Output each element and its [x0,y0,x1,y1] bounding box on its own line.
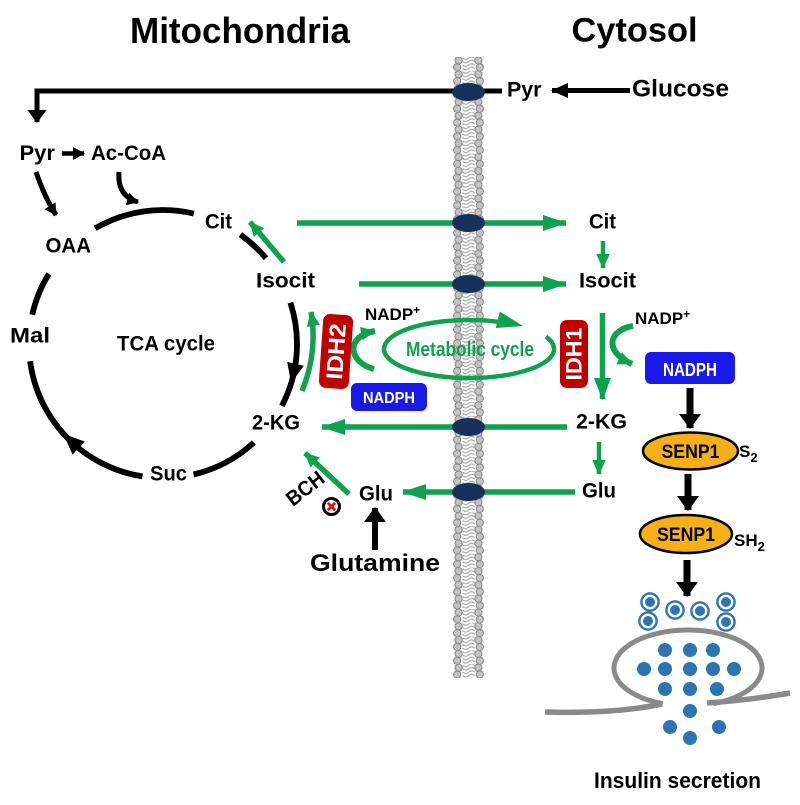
svg-text:Isocit: Isocit [579,270,636,293]
svg-text:2-KG: 2-KG [252,412,300,435]
svg-text:SENP1: SENP1 [662,442,720,463]
svg-text:OAA: OAA [46,235,92,258]
svg-text:NADP+: NADP+ [365,303,420,324]
svg-text:Suc: Suc [150,463,187,486]
svg-text:SH2: SH2 [734,531,765,554]
svg-text:Cit: Cit [205,211,232,234]
svg-text:Glu: Glu [582,480,616,503]
svg-text:NADPH: NADPH [363,390,415,407]
svg-text:Mitochondria: Mitochondria [130,10,351,51]
svg-text:IDH1: IDH1 [562,328,587,381]
svg-text:NADP+: NADP+ [635,307,690,328]
svg-text:2-KG: 2-KG [576,411,627,434]
svg-text:NADPH: NADPH [663,359,717,380]
svg-text:Insulin secretion: Insulin secretion [594,768,761,793]
svg-text:IDH2: IDH2 [321,323,351,381]
svg-text:Cytosol: Cytosol [572,12,698,50]
svg-text:Glu: Glu [359,483,393,506]
svg-text:Ac-CoA: Ac-CoA [91,142,166,165]
svg-text:Mal: Mal [10,325,50,348]
svg-text:Pyr: Pyr [507,79,542,102]
svg-text:Glucose: Glucose [632,76,729,103]
svg-text:SENP1: SENP1 [657,525,715,546]
svg-text:Metabolic cycle: Metabolic cycle [406,339,534,361]
svg-text:Glutamine: Glutamine [310,550,440,577]
svg-text:Isocit: Isocit [256,270,315,293]
svg-text:TCA cycle: TCA cycle [117,333,215,356]
svg-text:Pyr: Pyr [20,142,56,165]
svg-text:Cit: Cit [589,211,616,234]
